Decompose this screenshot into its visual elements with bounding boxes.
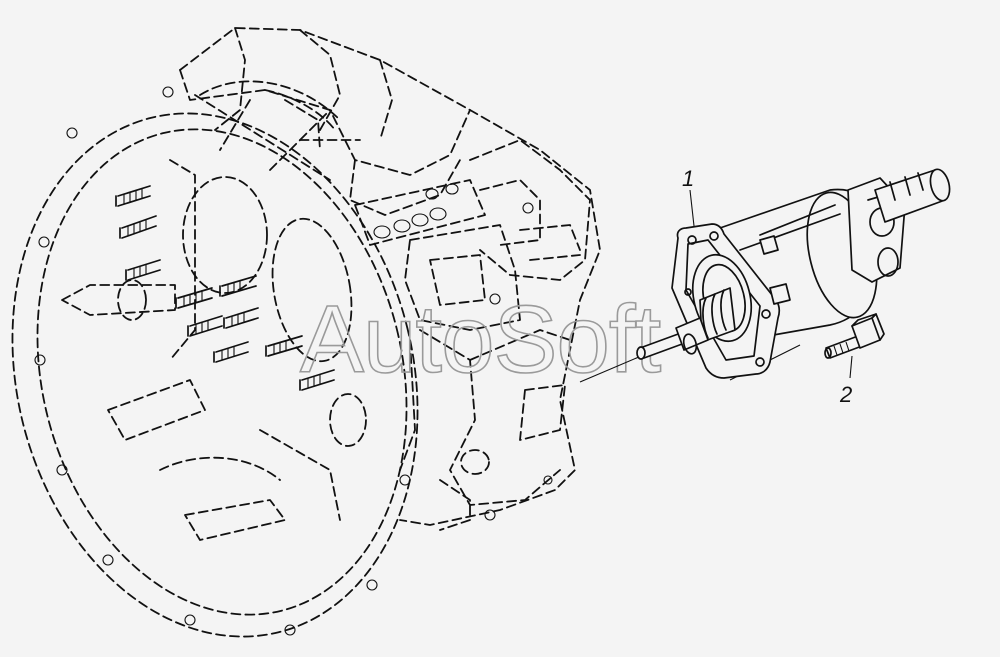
- callout-2: 2: [839, 355, 853, 407]
- mounting-studs: [115, 185, 335, 391]
- gearbox-housing: [11, 27, 601, 638]
- callout-1-leader: [689, 189, 695, 227]
- callout-2-leader: [849, 355, 853, 379]
- callout-1-label: 1: [682, 166, 694, 191]
- watermark-text: AutoSoft: [300, 286, 661, 393]
- callout-2-label: 2: [839, 382, 852, 407]
- callout-1: 1: [682, 166, 695, 227]
- clutch-booster-unit: [636, 168, 951, 379]
- mounting-bolt: [824, 313, 885, 359]
